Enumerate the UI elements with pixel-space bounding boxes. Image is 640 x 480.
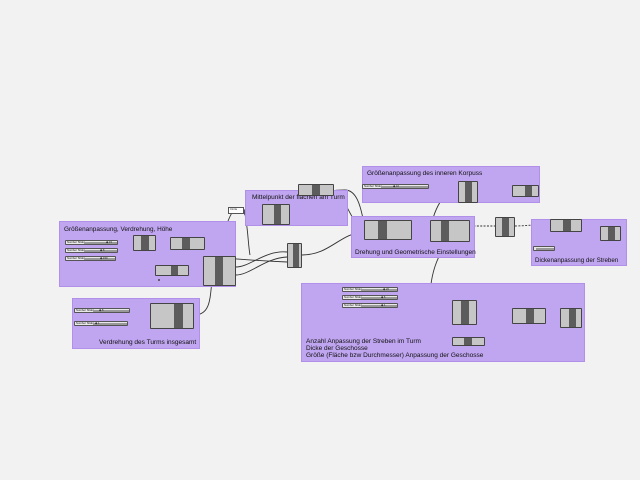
component-core[interactable] [608, 227, 615, 240]
component-core[interactable] [502, 218, 509, 236]
number-slider[interactable]: Number Slider ◆ 15 [65, 240, 118, 245]
component-core[interactable] [293, 244, 299, 267]
component-divide[interactable] [452, 300, 477, 325]
component-divide-curve[interactable] [458, 181, 478, 203]
component-brep[interactable] [512, 308, 546, 324]
number-slider[interactable]: Number Slider ◆ 10 [362, 184, 429, 189]
slider-value: ◆ 8 [100, 248, 105, 252]
component-core[interactable] [274, 205, 281, 224]
component-multiplication[interactable] [452, 337, 485, 346]
component-graft[interactable] [150, 303, 194, 329]
component-merge[interactable] [550, 219, 582, 232]
slider-value: ◆ 15 [106, 240, 113, 244]
group-groessenanpassung-verdrehung-hoehe[interactable]: Größenanpassung, Verdrehung, Höhe [59, 221, 236, 287]
component-loft[interactable] [430, 220, 470, 242]
component-extrude[interactable] [600, 226, 621, 241]
component-area[interactable] [298, 184, 334, 196]
component-offset[interactable] [560, 308, 582, 328]
slider-value: ◆ 1 [95, 321, 100, 325]
component-core[interactable] [526, 309, 534, 323]
number-slider[interactable]: Number Slider ◆ 8 [65, 248, 118, 253]
slider-rail[interactable] [84, 242, 117, 244]
slider-value: ◆ 6 [381, 295, 386, 299]
slider-value: ◆ 10 [393, 184, 400, 188]
component-core[interactable] [525, 186, 532, 196]
panel-label: Circle [230, 207, 238, 211]
number-slider[interactable]: Number Slider ◆ 1 [342, 303, 398, 308]
group-title: Anzahl Anpassung der Streben im Turm [306, 338, 421, 345]
number-slider[interactable]: Number Slider ◆ 20 [342, 287, 398, 292]
slider-name: Number Slider [76, 321, 94, 325]
slider-rail[interactable] [93, 323, 127, 325]
component-core[interactable] [461, 301, 469, 324]
slider-rail[interactable] [381, 186, 428, 188]
number-slider[interactable]: Number Slider ◆ 6 [342, 295, 398, 300]
component-core[interactable] [563, 220, 571, 231]
slider-rail[interactable] [361, 297, 397, 299]
wire [243, 209, 251, 256]
component-core[interactable] [182, 238, 190, 249]
group-title: Verdrehung des Turms insgesamt [99, 339, 197, 346]
slider-rail[interactable] [84, 250, 117, 252]
group-title: Größenanpassung des inneren Korpuss [367, 170, 483, 177]
slider-rail[interactable] [93, 310, 129, 312]
slider-value: ◆ 8 [99, 308, 104, 312]
component-pipe[interactable] [495, 217, 515, 237]
component-cap-holes[interactable] [158, 279, 160, 281]
slider-name: Number Slider [67, 248, 85, 252]
number-slider[interactable] [533, 246, 555, 251]
group-title: Dicke der Geschosse [306, 345, 368, 352]
component-move[interactable] [262, 204, 290, 225]
group-title: Dickenanpassung der Streben [535, 257, 619, 264]
slider-name: Number Slider [76, 308, 94, 312]
slider-rail[interactable] [361, 305, 397, 307]
slider-name: Number Slider [67, 240, 85, 244]
slider-name: Number Slider [67, 256, 85, 260]
component-core[interactable] [171, 266, 178, 275]
component-core[interactable] [465, 182, 472, 202]
group-title: Mittelpunkt der flächen am Turm [252, 194, 345, 201]
slider-name: Number Slider [344, 295, 362, 299]
component-core[interactable] [441, 221, 449, 241]
component-core[interactable] [174, 304, 183, 328]
slider-name: Number Slider [344, 287, 362, 291]
component-core[interactable] [215, 257, 223, 285]
slider-name: Number Slider [364, 184, 382, 188]
component-polygon[interactable] [287, 243, 302, 268]
component-rotate[interactable] [203, 256, 236, 286]
slider-value: ◆ 20 [383, 287, 390, 291]
slider-name: Number Slider [344, 303, 362, 307]
wire [235, 256, 288, 276]
number-slider[interactable]: Number Slider ◆ 1 [74, 321, 128, 326]
group-title: Größenanpassung, Verdrehung, Höhe [64, 226, 173, 233]
component-core[interactable] [569, 309, 576, 327]
component-core[interactable] [378, 221, 387, 239]
component-scale[interactable] [364, 220, 412, 240]
component-range[interactable] [170, 237, 205, 250]
number-slider[interactable]: Number Slider ◆ 8 [74, 308, 130, 313]
component-core[interactable] [464, 338, 472, 345]
component-construct-point[interactable] [155, 265, 189, 276]
component-series[interactable] [133, 235, 156, 251]
component-flip[interactable] [512, 185, 539, 197]
circle-panel[interactable]: Circle [228, 207, 244, 214]
slider-value: ◆ 1 [381, 303, 386, 307]
component-core[interactable] [141, 236, 149, 250]
group-title: Größe (Fläche bzw Durchmesser) Anpassung… [306, 352, 484, 359]
slider-value: ◆ 150 [100, 256, 108, 260]
wire [235, 251, 288, 268]
number-slider[interactable]: Number Slider ◆ 150 [65, 256, 116, 261]
slider-rail[interactable] [536, 248, 554, 250]
slider-rail[interactable] [361, 289, 397, 291]
slider-rail[interactable] [84, 258, 115, 260]
group-title: Drehung und Geometrische Einstellungen [355, 249, 476, 256]
component-core[interactable] [312, 185, 320, 195]
